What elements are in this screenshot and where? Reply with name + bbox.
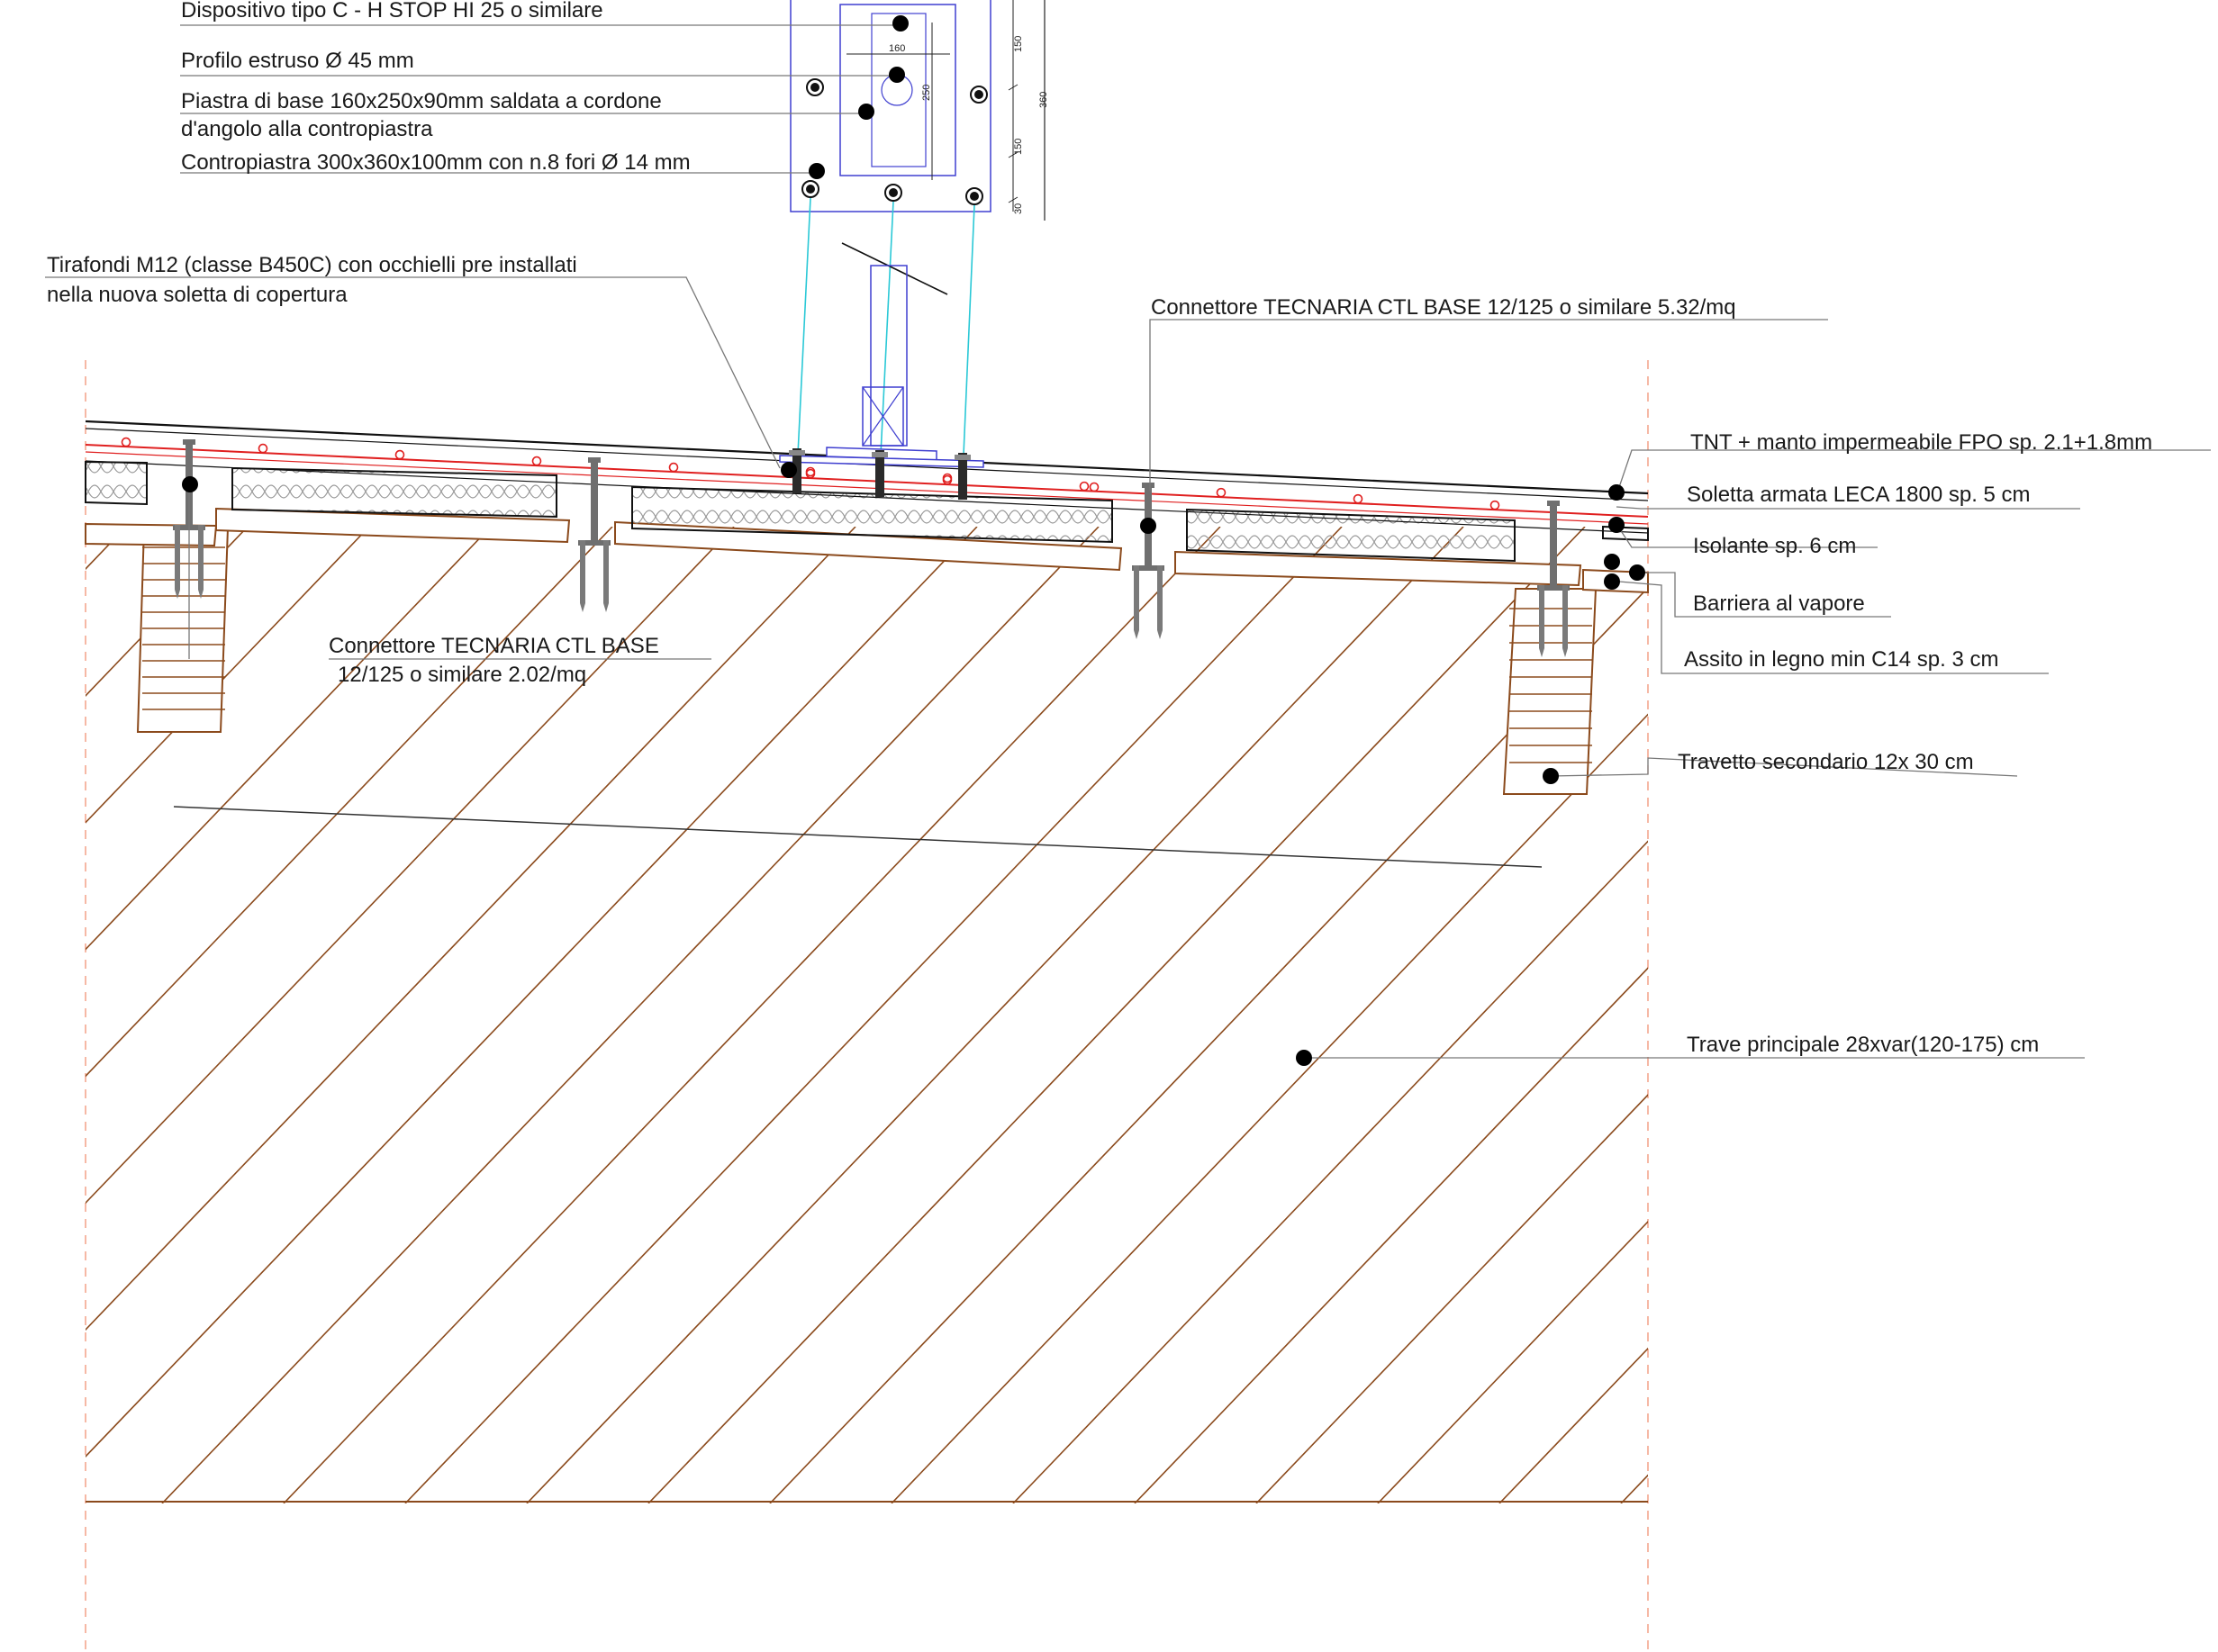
rebar-dot — [942, 473, 953, 483]
rebar-dot — [394, 449, 405, 460]
plan-bolt-holes — [801, 78, 988, 205]
beam-hatch-line — [1134, 967, 1648, 1503]
secondary-joist-left — [136, 527, 230, 733]
anchor-rods — [789, 448, 971, 500]
annotation-labels: Dispositivo tipo C - H STOP HI 25 o simi… — [47, 0, 2152, 1057]
counter-plate-plan — [790, 0, 991, 212]
label-dots — [182, 15, 1645, 1066]
dim-250: 250 — [921, 85, 932, 101]
tecnaria-connector — [578, 457, 611, 612]
label-connettore-right: Connettore TECNARIA CTL BASE 12/125 o si… — [1151, 295, 1736, 320]
beam-hatch-line — [526, 527, 1464, 1503]
rebar-dot — [1216, 487, 1227, 498]
beam-hatch-line — [404, 527, 1343, 1503]
rebar-dot — [531, 456, 542, 466]
beam-hatch-line — [86, 527, 856, 1332]
label-connettore-left-line2: 12/125 o similare 2.02/mq — [338, 663, 586, 687]
dim-30: 30 — [1013, 203, 1024, 214]
secondary-joist-right — [1502, 588, 1598, 795]
dim-150-top: 150 — [1013, 36, 1024, 52]
beam-hatch-line — [283, 527, 1221, 1503]
tecnaria-connector — [1132, 483, 1164, 639]
beam-hatch-line — [86, 527, 492, 951]
beam-hatch-line — [1377, 1220, 1648, 1503]
dim-160: 160 — [889, 43, 905, 54]
insulation-panels — [85, 460, 1649, 563]
dim-360: 360 — [1038, 92, 1049, 108]
label-trave: Trave principale 28xvar(120-175) cm — [1687, 1033, 2039, 1057]
label-piastra-line1: Piastra di base 160x250x90mm saldata a c… — [181, 89, 662, 113]
label-connettore-left-line1: Connettore TECNARIA CTL BASE — [329, 634, 659, 658]
beam-hatch-line — [891, 713, 1648, 1503]
label-contropiastra: Contropiastra 300x360x100mm con n.8 fori… — [181, 150, 691, 175]
label-soletta: Soletta armata LECA 1800 sp. 5 cm — [1687, 483, 2031, 507]
label-profilo: Profilo estruso Ø 45 mm — [181, 49, 414, 73]
label-dispositivo: Dispositivo tipo C - H STOP HI 25 o simi… — [181, 0, 603, 23]
post-break-line — [841, 242, 948, 295]
hstop-device: 160 250 150 150 360 30 — [779, 0, 1049, 500]
rebar-dot — [1489, 500, 1500, 510]
rebar-dot — [805, 466, 816, 477]
label-isolante: Isolante sp. 6 cm — [1693, 534, 1856, 558]
post-base-box — [862, 386, 904, 447]
base-plate-plan — [839, 4, 956, 176]
profile-plan — [871, 13, 927, 167]
tecnaria-connector — [1537, 501, 1570, 657]
rebar-dot — [121, 437, 131, 447]
label-barriera: Barriera al vapore — [1693, 591, 1865, 616]
dim-150-bottom: 150 — [1013, 139, 1024, 155]
label-tnt: TNT + manto impermeabile FPO sp. 2.1+1.8… — [1690, 430, 2152, 455]
beam-hatch-line — [1255, 1094, 1648, 1503]
rebar-dot — [668, 462, 679, 473]
slab-rebar — [121, 437, 1500, 510]
beam-hatch-line — [86, 527, 735, 1205]
rebar-dot — [1079, 481, 1090, 492]
main-beam-centerline — [173, 806, 1543, 868]
beam-hatch-line — [86, 527, 613, 1078]
label-tirafondi-line1: Tirafondi M12 (classe B450C) con occhiel… — [47, 253, 577, 277]
label-travetto: Travetto secondario 12x 30 cm — [1678, 750, 1974, 774]
beam-hatch-line — [86, 527, 978, 1458]
projection-lines — [797, 197, 975, 456]
leader-lines — [45, 24, 2211, 1059]
beam-hatch-line — [647, 527, 1586, 1503]
rebar-dot — [258, 443, 268, 454]
label-piastra-line2: d'angolo alla contropiastra — [181, 117, 433, 141]
rebar-dot — [1089, 482, 1100, 492]
beam-hatch-line — [1012, 840, 1648, 1503]
label-assito: Assito in legno min C14 sp. 3 cm — [1684, 647, 1999, 672]
label-tirafondi-line2: nella nuova soletta di copertura — [47, 283, 348, 307]
beam-hatch-line — [86, 527, 249, 697]
rebar-dot — [1353, 493, 1363, 504]
beam-hatch-line — [161, 527, 1100, 1503]
